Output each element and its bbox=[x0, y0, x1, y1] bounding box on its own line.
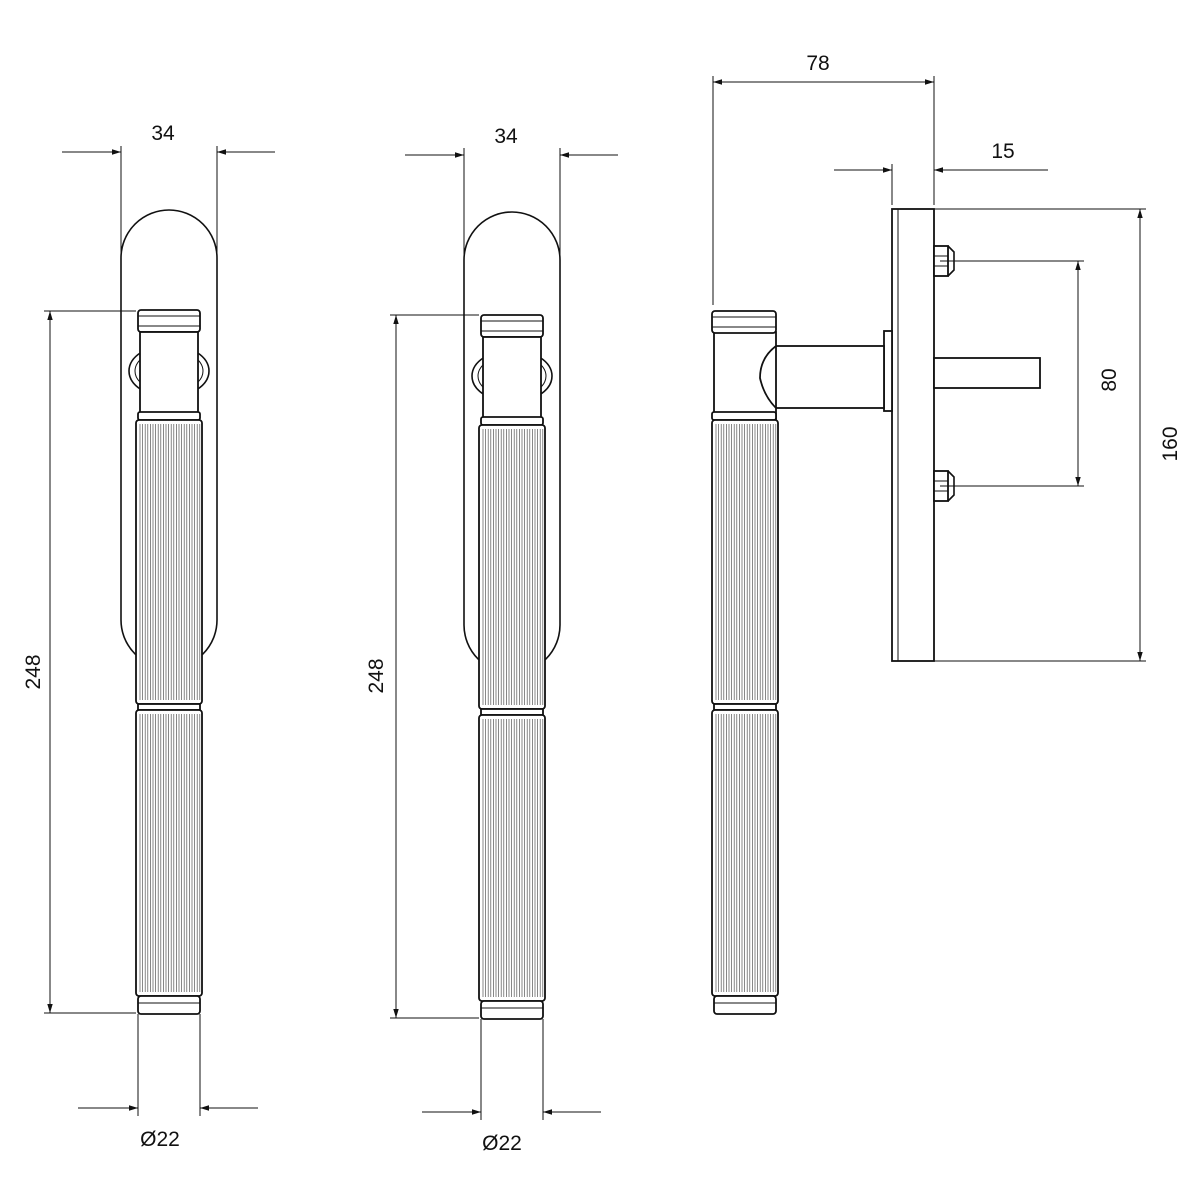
side-view: 78 15 80 160 bbox=[711, 52, 1182, 1015]
height-dimension-label: 248 bbox=[365, 658, 388, 693]
neck bbox=[482, 336, 542, 420]
diameter-dimension-label: Ø22 bbox=[140, 1128, 180, 1151]
bottom-cap bbox=[713, 995, 777, 1015]
front-view-2: 34 248 Ø22 bbox=[365, 125, 618, 1155]
knurl-grooves bbox=[715, 424, 777, 700]
bottom-cap bbox=[137, 995, 201, 1015]
plate-thickness-dimension-label: 15 bbox=[991, 140, 1014, 163]
bottom-cap bbox=[480, 1000, 544, 1020]
plate-height-dimension-label: 160 bbox=[1159, 426, 1182, 461]
knurl-grooves bbox=[482, 719, 544, 997]
knurl-grooves bbox=[139, 424, 201, 700]
height-dimension-label: 248 bbox=[22, 654, 45, 689]
neck bbox=[139, 331, 199, 415]
projection-dimension-label: 78 bbox=[806, 52, 829, 75]
knurl-grooves bbox=[715, 714, 777, 992]
rose-flange bbox=[883, 330, 893, 412]
lever-arm bbox=[775, 345, 885, 409]
side-backplate bbox=[891, 208, 935, 662]
screw-spacing-dimension-label: 80 bbox=[1098, 368, 1121, 391]
front-view-1: 34 248 Ø22 bbox=[22, 122, 275, 1151]
width-dimension-label: 34 bbox=[151, 122, 175, 145]
width-dimension-label: 34 bbox=[494, 125, 518, 148]
spindle bbox=[933, 357, 1041, 389]
knurl-grooves bbox=[482, 429, 544, 705]
top-cap bbox=[137, 309, 201, 333]
knurl-grooves bbox=[139, 714, 201, 992]
top-cap bbox=[480, 314, 544, 338]
lever-neck bbox=[713, 331, 777, 421]
top-cap bbox=[711, 310, 777, 334]
diameter-dimension-label: Ø22 bbox=[482, 1132, 522, 1155]
